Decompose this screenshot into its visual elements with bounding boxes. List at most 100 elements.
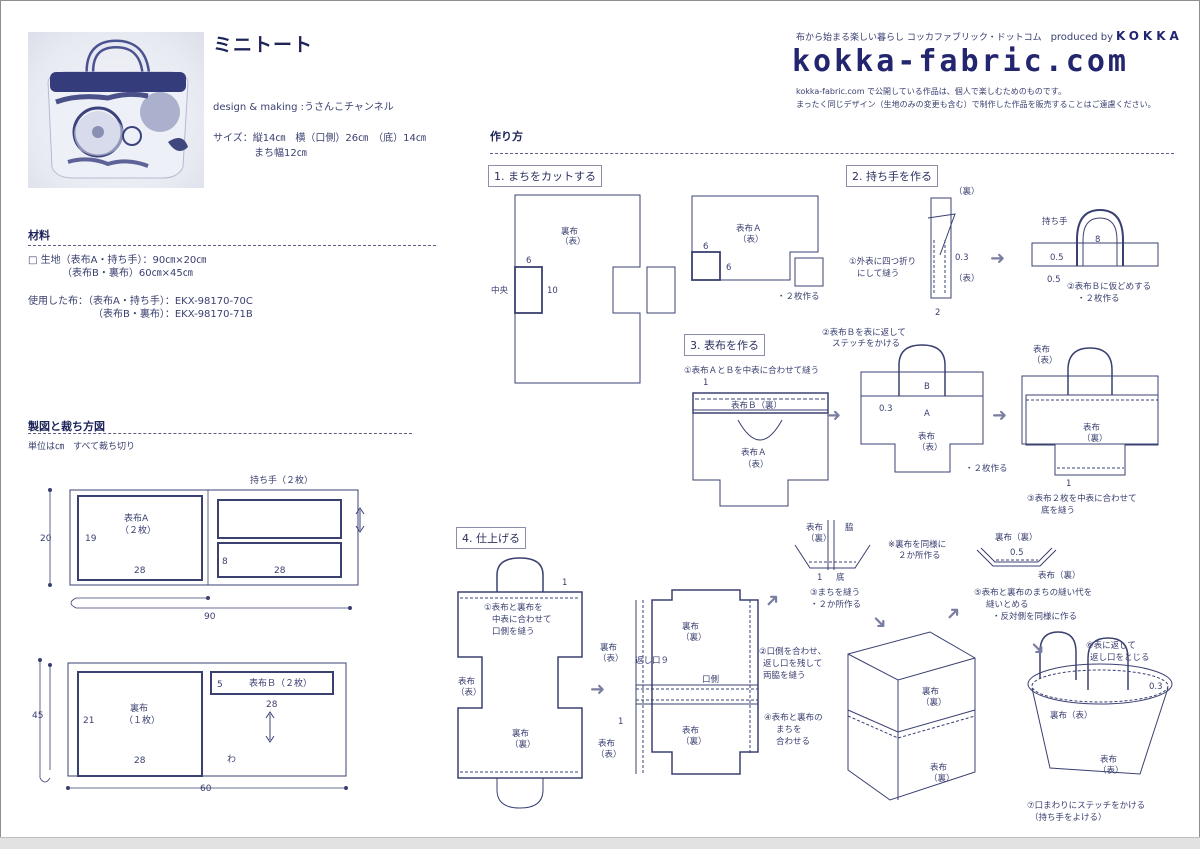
s4-seam2: 1 [618,717,623,727]
s4-outer2-back: （裏） [681,736,707,747]
s3-stitch: 0.3 [879,404,893,414]
brand-tagline: 布から始まる楽しい暮らし コッカファブリック・ドットコム produced by… [796,30,1183,45]
howto-divider [490,153,1174,154]
dim-90: 90 [204,612,216,622]
unit-note: 単位は㎝ すべて裁ち切り [28,442,136,452]
tote-bag-photo [28,32,204,188]
s1-corner-w2: 6 [703,242,708,252]
s2-offset1: 0.5 [1050,253,1064,263]
s1-outer-side: （表） [738,234,764,245]
lining-label: 裏布 [130,702,148,714]
s4-note2a: ②口側を合わせ、 [759,646,826,657]
s3-front-side: （表） [917,442,943,453]
s4-note7b: （持ち手をよける） [1030,812,1107,823]
handle-piece-2 [217,542,342,578]
lining-count: （１枚） [124,714,160,726]
s4-lining2: 裏布 [682,621,699,632]
s1-corner-h: 10 [547,286,558,296]
tote-bag-illustration [47,39,189,179]
s3-seam2: 1 [1066,479,1071,489]
s4-topstitch: 0.3 [1149,682,1163,692]
s2-note1: ①外表に四つ折り [849,256,916,267]
piece-lining [77,671,203,777]
bottom-scrollbar-area [0,837,1200,849]
materials-divider [28,245,436,246]
s1-center: 中央 [491,285,509,296]
fabric-b-outline [67,662,347,777]
s2-offset2: 0.5 [1047,275,1061,285]
cutting-layout-diagram: 20 表布A （２枚） 19 28 持ち手（２枚） 8 28 90 45 裏布 … [32,474,365,794]
s3-front: 表布 [918,431,935,442]
s4-lining2-back: （裏） [681,632,707,643]
dim-21: 21 [83,716,94,726]
s4-note4a: ④表布と裏布の [764,712,823,723]
outer-a-label: 表布A [124,512,149,524]
fabric-a-outline [69,489,359,586]
handle-piece-1 [217,499,342,539]
arrow-right-icon: ➜ [826,405,842,426]
s4-box-lining: 裏布 [922,686,939,697]
s3-a: A [924,409,930,419]
s1-corner-w: 6 [526,256,531,266]
s2-reverse: （裏） [954,186,980,197]
s4-note1a: ①表布と裏布を [484,602,543,613]
size-info: サイズ：縦14㎝ 横（口側）26㎝ （底）14㎝ [213,133,426,144]
produced-by: produced by [1050,32,1114,43]
s2-note2: にして縫う [857,268,899,279]
s4-note3b: ・２か所作る [810,599,861,610]
arrow-right-icon: ➜ [590,679,606,700]
gusset-width: まち幅12㎝ [254,148,307,159]
s4-final-outer-side: （表） [1098,765,1124,776]
step-1-title: 1. まちをカットする [488,165,602,187]
s3-note3a: ③表布２枚を中表に合わせて [1027,493,1137,504]
s4-seam: 1 [562,578,567,588]
s2-baste: ②表布Ｂに仮どめする [1067,281,1151,292]
site-logo[interactable]: kokka-fabric.com [792,44,1129,79]
s4-note2b: 返し口を残して [763,658,822,669]
s2-width: 2 [935,308,940,318]
s4-side: 脇 [845,523,854,533]
s4-note6a: ⑥表に返して [1086,640,1136,651]
dim-19: 19 [85,534,97,544]
design-credit: design & making :うさんこチャンネル [213,102,394,113]
s4-outer: 表布 [458,676,475,687]
s4-note1c: 口側を縫う [492,626,535,637]
dim-28-b: 28 [266,700,278,710]
s4-outer4-back: （裏） [806,533,832,544]
s3-b-back: 表布Ｂ（裏） [731,400,782,411]
notice-line-1: kokka-fabric.com で公開している作品は、個人で楽しむためのもので… [796,87,1066,96]
s3-seam1: 1 [703,378,708,388]
s3-b: B [924,382,930,392]
s4-box-outer-back: （裏） [929,773,955,784]
handle-label: 持ち手（２枚） [250,474,313,486]
s4-note1b: 中表に合わせて [492,614,552,625]
step1-lining-shape [514,194,641,384]
s3-inner-side: （裏） [1082,433,1108,444]
s2-front: （表） [954,273,980,284]
dim-8: 8 [222,557,228,567]
s3-outer-side: （表） [1032,355,1058,366]
s1-make-two: ・２枚作る [777,291,820,302]
pattern-divider [28,433,412,434]
s3-outer2: 表布 [1083,422,1100,433]
piece-outer-a [77,495,203,581]
grain-arrow-2 [265,711,275,743]
s3-make-two: ・２枚作る [965,463,1008,474]
step-3-title: 3. 表布を作る [684,334,765,356]
s2-stitch: 0.3 [955,253,969,263]
step-4-title: 4. 仕上げる [456,527,526,549]
s2-gap: 8 [1095,235,1100,245]
outer-b-label: 表布Ｂ（２枚） [249,677,312,689]
s4-outer-back: 表布（裏） [1038,570,1081,581]
used-fabric-line-2: （表布B・裏布）：EKX-98170-71B [93,309,253,320]
s4-box-lining-back: （裏） [921,697,947,708]
s3-a-label: 表布Ａ [741,447,767,458]
s4-note5a: ⑤表布と裏布のまちの縫い代を [974,587,1092,598]
outer-a-count: （２枚） [120,524,156,536]
s3-note2b: ステッチをかける [832,339,900,349]
s4-outer-side: （表） [456,687,482,698]
company-name: KOKKA [1115,29,1183,43]
s1-outer: 表布Ａ [736,223,762,234]
s4-outer3: 表布 [598,738,615,749]
s4-gusset-seam: 1 [817,573,822,583]
